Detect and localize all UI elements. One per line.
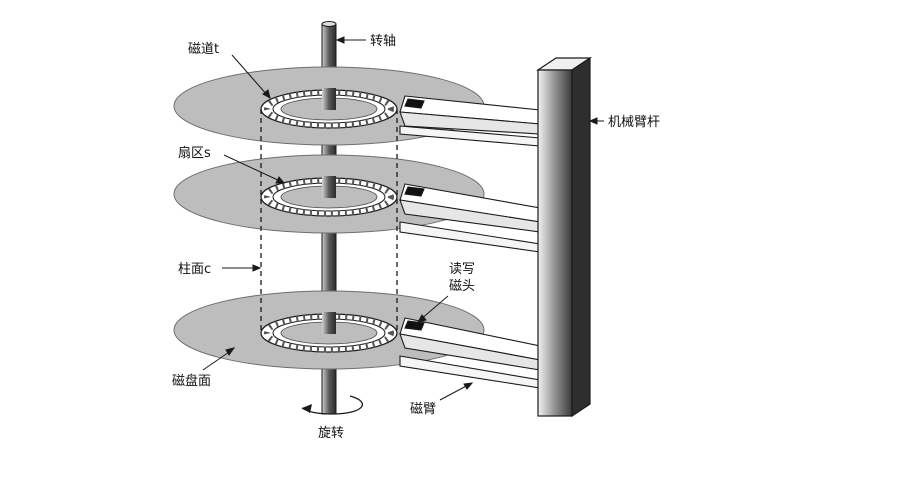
spindle-top xyxy=(321,21,337,27)
leader-surface xyxy=(202,349,233,371)
label-cylinder: 柱面c xyxy=(178,262,211,277)
label-head-line1: 读写 xyxy=(449,262,475,277)
arm-bottom xyxy=(399,317,541,389)
platter-middle xyxy=(173,154,485,234)
cylinder-outline xyxy=(260,109,398,333)
label-track: 磁道t xyxy=(188,42,219,57)
arm-top xyxy=(399,95,541,147)
label-head-line2: 磁头 xyxy=(449,279,475,294)
label-arm: 磁臂 xyxy=(410,402,436,417)
label-rotation: 旋转 xyxy=(318,426,344,441)
actuator-post xyxy=(536,56,592,418)
label-surface: 磁盘面 xyxy=(172,373,211,389)
leader-arm xyxy=(439,383,471,401)
label-sector: 扇区s xyxy=(178,145,211,161)
label-spindle: 转轴 xyxy=(370,34,396,49)
arm-middle xyxy=(399,183,541,253)
read-write-head xyxy=(404,98,425,109)
label-actuator: 机械臂杆 xyxy=(608,115,660,130)
platter-bottom xyxy=(173,290,485,370)
leader-track xyxy=(231,54,269,97)
leader-head xyxy=(419,295,449,321)
leader-sector xyxy=(223,154,283,183)
